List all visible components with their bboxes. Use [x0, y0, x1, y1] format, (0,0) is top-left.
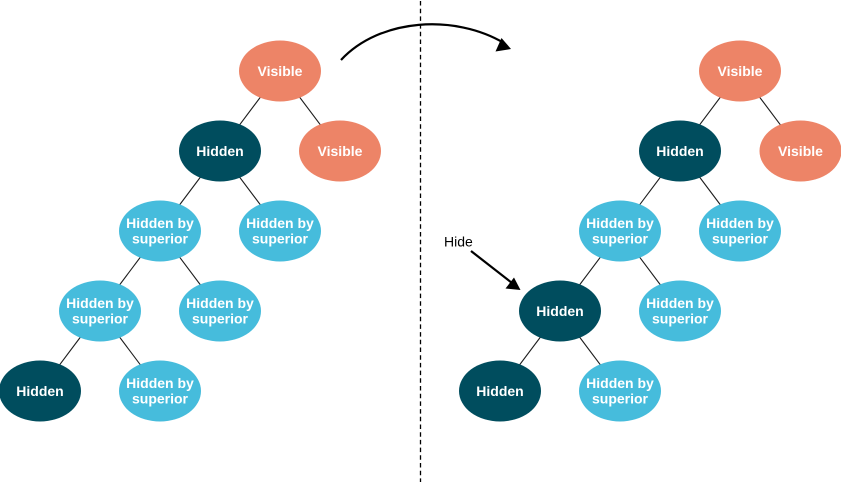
svg-text:Visible: Visible	[318, 143, 363, 159]
svg-text:Hidden: Hidden	[476, 383, 523, 399]
svg-text:Hidden: Hidden	[536, 303, 583, 319]
svg-text:Visible: Visible	[718, 63, 763, 79]
svg-text:Visible: Visible	[778, 143, 823, 159]
svg-text:Hidden: Hidden	[656, 143, 703, 159]
svg-text:Hide: Hide	[444, 234, 473, 250]
svg-text:Hidden: Hidden	[196, 143, 243, 159]
svg-text:Hidden: Hidden	[16, 383, 63, 399]
svg-text:Visible: Visible	[258, 63, 303, 79]
